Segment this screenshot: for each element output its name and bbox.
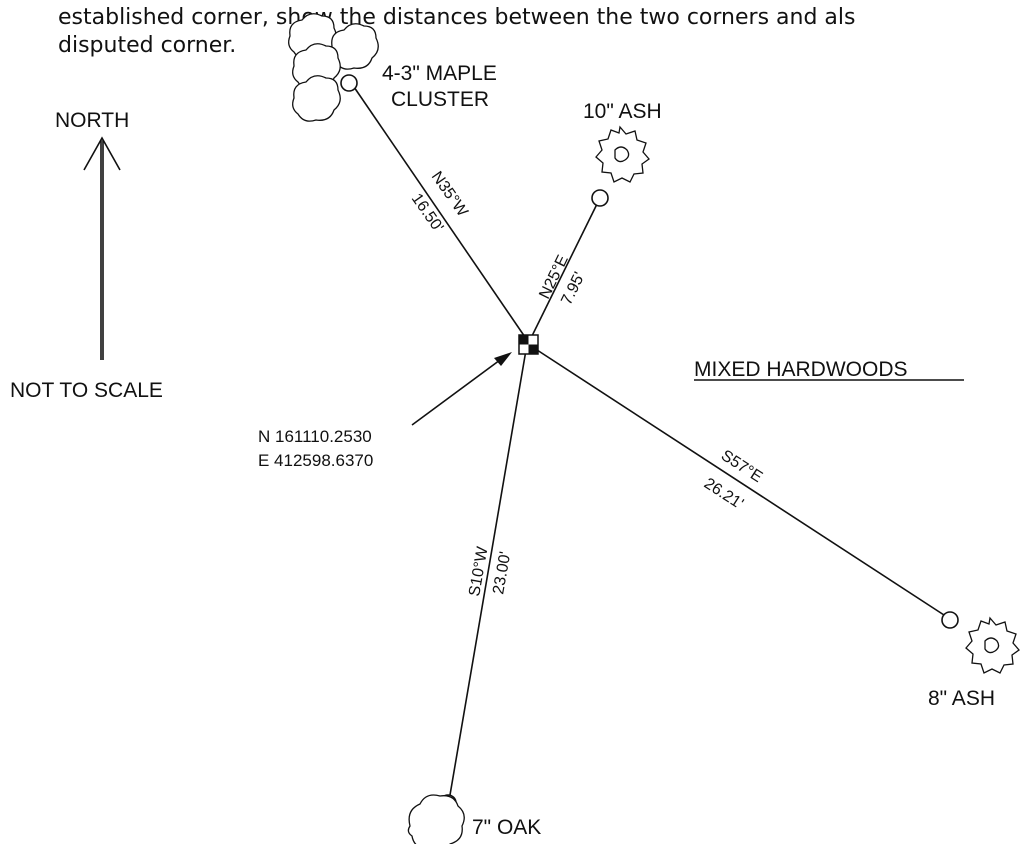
bearing-ash-8: S57°E (718, 447, 765, 486)
ash-tree-10-icon (595, 125, 650, 183)
witness-point-ash-8 (941, 611, 959, 629)
distance-oak: 23.00' (490, 550, 514, 595)
ash-8-label: 8" ASH (928, 687, 995, 710)
ash-10-label: 10" ASH (583, 100, 662, 123)
easting-label: E 412598.6370 (258, 451, 373, 470)
maple-cluster-icon (288, 13, 379, 122)
distance-ash-8: 26.21' (701, 475, 746, 513)
witness-point-ash-10 (591, 189, 609, 207)
tie-line-ash-10 (529, 201, 599, 341)
tie-line-ash-8 (533, 347, 945, 616)
maple-label-1: 4-3" MAPLE (382, 62, 497, 85)
northing-label: N 161110.2530 (258, 427, 372, 446)
scale-note: NOT TO SCALE (10, 379, 163, 402)
ash-tree-8-icon (965, 616, 1020, 674)
note-line-2: disputed corner. (58, 33, 236, 58)
tie-line-oak (449, 349, 527, 796)
oak-label: 7" OAK (472, 816, 541, 839)
note-line-1: established corner, show the distances b… (58, 5, 855, 30)
witness-point-maple (340, 74, 358, 92)
north-arrow-icon (83, 136, 121, 360)
corner-monument-icon (518, 334, 539, 355)
north-label: NORTH (55, 109, 129, 132)
pointer-arrow-icon (411, 352, 512, 426)
oak-tree-icon (407, 794, 465, 844)
maple-label-2: CLUSTER (391, 88, 489, 111)
area-label: MIXED HARDWOODS (694, 358, 908, 381)
tie-line-maple (353, 86, 528, 341)
